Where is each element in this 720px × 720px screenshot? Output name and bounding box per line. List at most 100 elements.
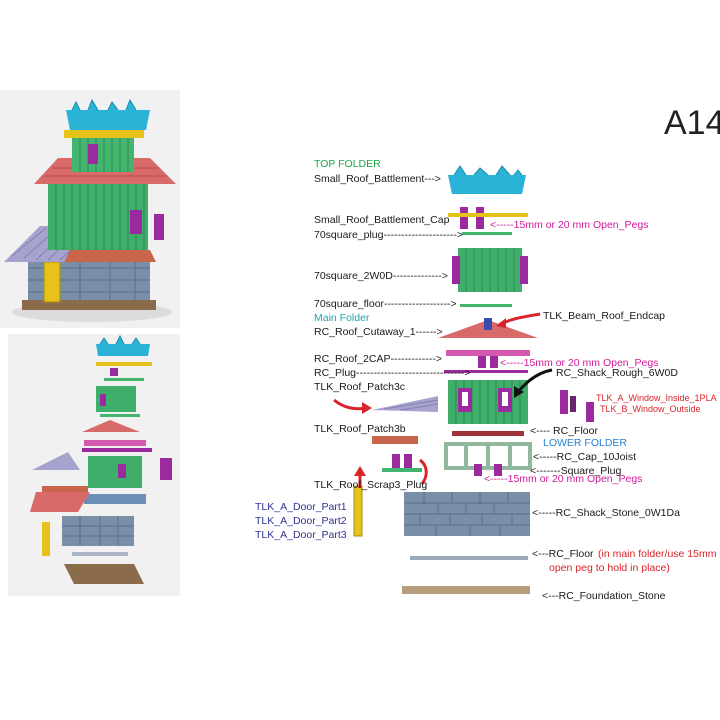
exploded-side-window	[160, 458, 172, 480]
exploded-patch3b	[42, 486, 88, 494]
label-square-plug: <-------Square_Plug	[530, 465, 622, 477]
arrow-shack-rough	[516, 368, 553, 393]
part-square-plug-peg-b	[494, 464, 502, 476]
shack-window	[130, 210, 142, 234]
part-joist-beams	[464, 444, 512, 468]
folder-main-label: Main Folder	[314, 312, 370, 324]
orange-eave	[64, 250, 156, 262]
part-patch3c-lines	[383, 399, 439, 411]
label-rc-floor-lower: <---RC_Floor	[532, 548, 594, 560]
part-door	[353, 485, 363, 537]
label-70square-plug: 70square_plug--------------------->	[314, 229, 464, 241]
label-small-roof-battlement-cap: Small_Roof_Battlement_Cap	[314, 214, 450, 226]
part-rc-floor-lower	[410, 556, 528, 560]
model-code: A14	[664, 104, 720, 142]
assembled-house-render	[0, 90, 180, 328]
exploded-stone	[62, 516, 134, 546]
part-beam-roof-endcap	[484, 318, 492, 330]
label-floor-note-1: (in main folder/use 15mm	[598, 548, 717, 560]
label-roof-2cap: RC_Roof_2CAP------------->	[314, 353, 443, 365]
label-foundation-stone: <---RC_Foundation_Stone	[542, 590, 666, 602]
label-door-part3: TLK_A_Door_Part3	[255, 529, 347, 541]
shack-window-side	[154, 214, 164, 240]
folder-lower-label: LOWER FOLDER	[543, 437, 628, 449]
upper-box	[72, 138, 134, 172]
part-window-pane-left	[462, 392, 468, 406]
label-beam-roof-endcap: TLK_Beam_Roof_Endcap	[543, 310, 665, 322]
part-2w0d-window-right	[520, 256, 528, 284]
yellow-door	[43, 261, 61, 303]
label-rc-plug: RC_Plug------------------------------->	[314, 367, 471, 379]
upper-window	[88, 144, 98, 164]
label-rc-cap: <-----RC_Cap_10Joist	[533, 451, 636, 463]
label-70square-floor: 70square_floor------------------->	[314, 298, 457, 310]
exploded-rcplug	[82, 448, 152, 452]
arrow-shack-rough-head	[514, 386, 524, 398]
label-shack-rough: RC_Shack_Rough_6W0D	[556, 367, 678, 379]
top-battlement	[66, 110, 150, 130]
exploded-spikes	[99, 334, 141, 345]
exploded-shack-window	[118, 464, 126, 478]
part-battlement-spikes	[453, 165, 523, 176]
parts-stack	[353, 165, 594, 594]
label-door-part2: TLK_A_Door_Part2	[255, 515, 347, 527]
arrow-door-head	[354, 466, 366, 476]
part-foundation-stone	[402, 586, 530, 594]
exploded-orange-roof	[30, 492, 90, 512]
part-window-outside-a	[570, 396, 576, 412]
arrow-scrap3	[419, 458, 428, 485]
battlement-spikes	[71, 98, 137, 111]
label-pegs-2: <-----15mm or 20 mm Open_Pegs	[500, 357, 659, 369]
label-roof-patch3b: TLK_Roof_Patch3b	[314, 423, 406, 435]
label-roof-cutaway: RC_Roof_Cutaway_1------>	[314, 326, 443, 338]
exploded-roof-cap	[84, 440, 146, 446]
part-2w0d-window-left	[452, 256, 460, 284]
exploded-roof	[82, 420, 140, 432]
part-roof-scrap3-plug	[382, 468, 422, 472]
exploded-battlement	[96, 344, 150, 356]
exploded-stone-lines	[62, 516, 134, 546]
label-70square-2w0d: 70square_2W0D-------------->	[314, 270, 448, 282]
part-window-pane-right	[502, 392, 508, 406]
part-70square-plug	[462, 232, 512, 235]
label-small-roof-battlement: Small_Roof_Battlement--->	[314, 173, 441, 185]
exploded-foundation	[64, 564, 144, 584]
part-square-plug-peg-a	[474, 464, 482, 476]
part-window-inside	[560, 390, 568, 414]
arrow-patch3c-head	[362, 402, 372, 414]
exploded-floor-lower	[72, 552, 128, 556]
label-floor-note-2: open peg to hold in place)	[549, 562, 670, 574]
part-peg-d	[490, 356, 498, 368]
label-roof-patch3c: TLK_Roof_Patch3c	[314, 381, 406, 393]
part-2w0d-planks	[465, 248, 515, 292]
foundation	[22, 300, 156, 310]
exploded-shack	[88, 456, 142, 488]
exploded-floor	[100, 414, 140, 417]
part-scrap-peg-b	[404, 454, 412, 468]
label-roof-scrap3: TLK_Roof_Scrap3_Plug	[314, 479, 428, 491]
part-peg-b	[476, 207, 484, 229]
label-pegs-3: <-----15mm or 20 mm Open_Pegs	[484, 473, 643, 485]
folder-top-label: TOP FOLDER	[314, 158, 381, 170]
part-rc-plug	[444, 370, 528, 373]
part-peg-a	[460, 207, 468, 229]
label-window-outside: TLK_B_Window_Outside	[600, 404, 701, 414]
part-window-outside-b	[586, 402, 594, 422]
part-peg-c	[478, 356, 486, 368]
exploded-door	[42, 522, 50, 556]
label-shack-stone: <-----RC_Shack_Stone_0W1Da	[532, 507, 680, 519]
exploded-window	[100, 394, 106, 406]
exploded-patch3c	[32, 452, 80, 470]
label-door-part1: TLK_A_Door_Part1	[255, 501, 347, 513]
pointer-arrows	[333, 312, 553, 488]
part-small-roof-battlement	[448, 175, 526, 194]
exploded-house-render	[8, 334, 180, 596]
exploded-plug	[104, 378, 144, 381]
part-battlement-cap	[448, 213, 528, 217]
label-pegs-1: <-----15mm or 20 mm Open_Pegs	[490, 219, 649, 231]
label-window-inside: TLK_A_Window_Inside_1PLA	[596, 393, 717, 403]
part-70square-floor	[460, 304, 512, 307]
top-cap	[64, 130, 144, 138]
label-rc-floor-upper: <---- RC_Floor	[530, 425, 598, 437]
part-rc-floor-upper	[452, 431, 524, 436]
